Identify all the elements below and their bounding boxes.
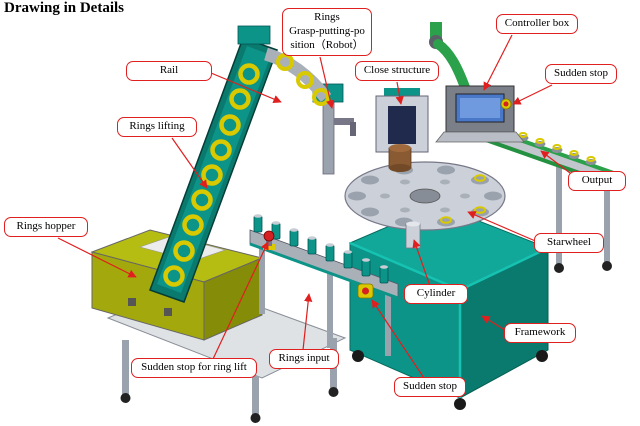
page-title: Drawing in Details: [4, 0, 124, 16]
rings-hopper-bin: [90, 229, 264, 341]
incline-conveyor-rail: [149, 25, 332, 303]
sudden-stop-button-top: [500, 98, 512, 110]
callout-sudden-stop-ring-lift: Sudden stop for ring lift: [131, 358, 257, 378]
callout-sudden-stop-bottom: Sudden stop: [394, 377, 466, 397]
callout-framework: Framework: [504, 323, 576, 343]
callout-starwheel: Starwheel: [534, 233, 604, 253]
rings-input-conveyor: [249, 214, 399, 356]
callout-output: Output: [568, 171, 626, 191]
callout-robot: Rings Grasp-putting-po sition（Robot）: [282, 8, 372, 56]
controller-box-assembly: [429, 22, 525, 143]
leader-lines: [57, 34, 575, 379]
cylinder-part: [405, 221, 421, 249]
lifting-rings: [163, 63, 260, 287]
callout-rings-input: Rings input: [269, 349, 339, 369]
callout-rail: Rail: [126, 61, 212, 81]
callout-rings-hopper: Rings hopper: [4, 217, 88, 237]
callout-rings-lifting: Rings lifting: [117, 117, 197, 137]
sudden-stop-button-frame: [357, 283, 374, 299]
callout-cylinder: Cylinder: [404, 284, 468, 304]
sudden-stop-button-ring-lift: [263, 230, 275, 250]
callout-close-structure: Close structure: [355, 61, 439, 81]
callout-controller-box: Controller box: [496, 14, 578, 34]
callout-sudden-stop-top: Sudden stop: [545, 64, 617, 84]
capping-head: [388, 144, 412, 172]
input-bottles: [253, 214, 389, 284]
starwheel-disc: [344, 161, 506, 231]
